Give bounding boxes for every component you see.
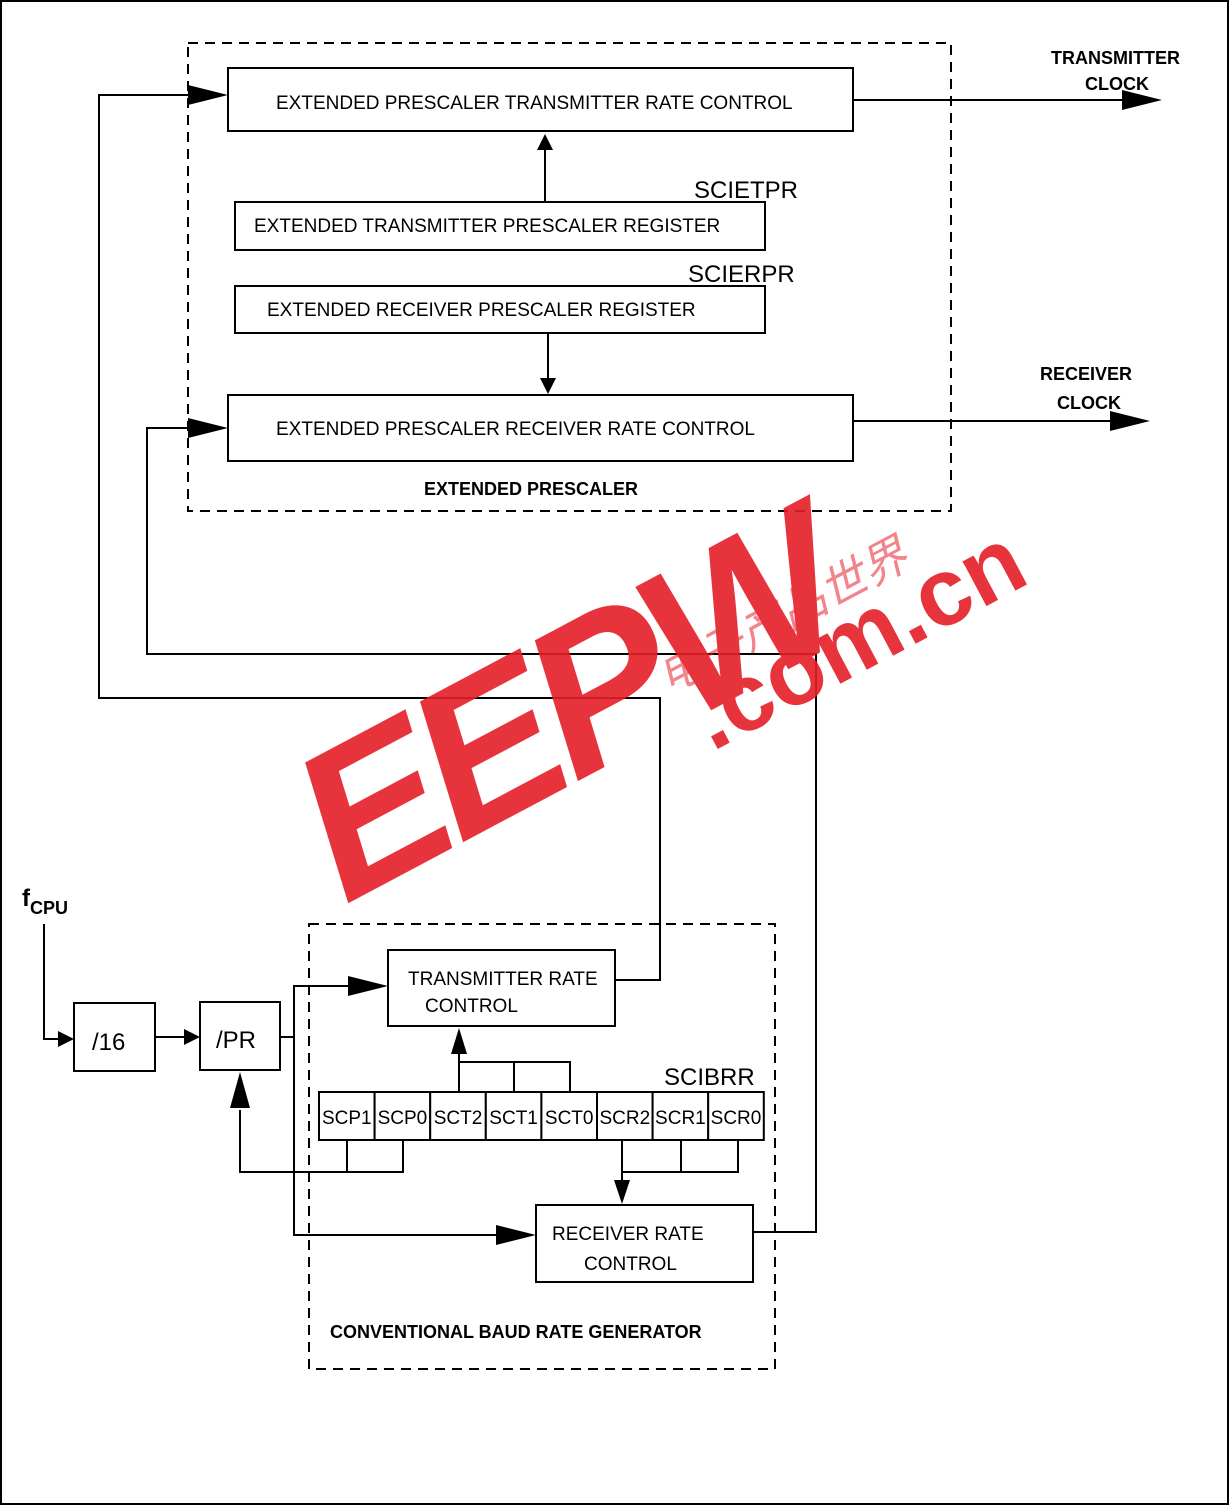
pr-to-tx-arrow bbox=[348, 976, 388, 996]
rx-rate-control-line2: CONTROL bbox=[584, 1254, 677, 1275]
tx-rate-control-box bbox=[387, 949, 616, 1027]
tx-register-to-rate-arrow bbox=[537, 134, 553, 150]
scibrr-bit-cell bbox=[373, 1091, 432, 1141]
sct-to-tx-arrow bbox=[451, 1028, 467, 1054]
ext-tx-prescaler-register-box bbox=[234, 201, 766, 251]
divpr-label: /PR bbox=[216, 1027, 256, 1054]
scibrr-bit-scr1: SCR1 bbox=[655, 1108, 706, 1129]
scibrr-bit-cell bbox=[596, 1091, 654, 1141]
tx-rate-control-line1: TRANSMITTER RATE bbox=[408, 969, 598, 990]
scibrr-bit-sct2: SCT2 bbox=[434, 1108, 483, 1129]
scibrr-bit-sct1: SCT1 bbox=[489, 1108, 538, 1129]
tx-feedback-arrow bbox=[188, 85, 228, 105]
tx-clock-label-line2: CLOCK bbox=[1085, 74, 1149, 94]
pr-output-wire bbox=[280, 985, 350, 1038]
rx-rate-control-box bbox=[535, 1204, 754, 1283]
scibrr-bit-scr2: SCR2 bbox=[599, 1108, 650, 1129]
extended-prescaler-group bbox=[187, 42, 952, 512]
scibrr-bit-scr0: SCR0 bbox=[711, 1108, 762, 1129]
ext-tx-prescaler-register-label: EXTENDED TRANSMITTER PRESCALER REGISTER bbox=[254, 216, 720, 237]
scietpr-register-name: SCIETPR bbox=[694, 177, 798, 204]
rx-clock-label-line1: RECEIVER bbox=[1040, 364, 1132, 384]
scibrr-bit-sct0: SCT0 bbox=[545, 1108, 594, 1129]
eepw-watermark: EEPW .com.cn 电子产品世界 bbox=[256, 454, 1042, 945]
fcpu-arrow bbox=[58, 1031, 74, 1047]
scierpr-register-name: SCIERPR bbox=[688, 261, 795, 288]
scibrr-bit-scp0: SCP0 bbox=[378, 1108, 428, 1129]
scibrr-bit-cell bbox=[484, 1091, 543, 1141]
scibrr-register-name: SCIBRR bbox=[664, 1064, 755, 1091]
ext-tx-rate-control-box bbox=[227, 67, 854, 132]
rx-register-to-rate-arrow bbox=[540, 378, 556, 394]
extended-prescaler-title: EXTENDED PRESCALER bbox=[424, 479, 638, 499]
rx-feedback-wire bbox=[146, 427, 817, 1233]
fcpu-label: fCPU bbox=[22, 885, 68, 918]
tx-clock-label-line1: TRANSMITTER bbox=[1051, 48, 1180, 68]
scp-to-pr-arrow bbox=[230, 1072, 250, 1108]
scibrr-bit-scp1: SCP1 bbox=[322, 1108, 372, 1129]
divpr-box bbox=[199, 1001, 281, 1071]
tx-rate-control-line2: CONTROL bbox=[425, 996, 518, 1017]
conventional-group bbox=[308, 923, 776, 1370]
pr-to-rx-wire bbox=[293, 1037, 498, 1236]
pr-to-rx-arrow bbox=[496, 1225, 536, 1245]
div16-label: /16 bbox=[92, 1029, 125, 1056]
ext-rx-rate-control-label: EXTENDED PRESCALER RECEIVER RATE CONTROL bbox=[276, 419, 755, 440]
fcpu-wire bbox=[43, 924, 60, 1040]
conventional-title: CONVENTIONAL BAUD RATE GENERATOR bbox=[330, 1322, 702, 1342]
div16-to-pr-arrow bbox=[184, 1029, 200, 1045]
div16-box bbox=[73, 1002, 156, 1072]
ext-rx-prescaler-register-box bbox=[234, 285, 766, 334]
ext-rx-prescaler-register-label: EXTENDED RECEIVER PRESCALER REGISTER bbox=[267, 300, 696, 321]
tx-feedback-wire bbox=[98, 94, 661, 981]
rx-clock-label-line2: CLOCK bbox=[1057, 393, 1121, 413]
scibrr-bit-cell bbox=[707, 1091, 765, 1141]
rx-clock-arrow bbox=[1110, 411, 1150, 431]
tx-clock-arrow bbox=[1122, 90, 1162, 110]
ext-tx-rate-control-label: EXTENDED PRESCALER TRANSMITTER RATE CONT… bbox=[276, 93, 793, 114]
scr-to-rx-arrow bbox=[614, 1180, 630, 1204]
rx-rate-control-line1: RECEIVER RATE bbox=[552, 1224, 704, 1245]
scp-bus-wire bbox=[239, 1110, 404, 1173]
scibrr-bit-cell bbox=[429, 1091, 487, 1141]
rx-feedback-arrow bbox=[188, 418, 228, 438]
